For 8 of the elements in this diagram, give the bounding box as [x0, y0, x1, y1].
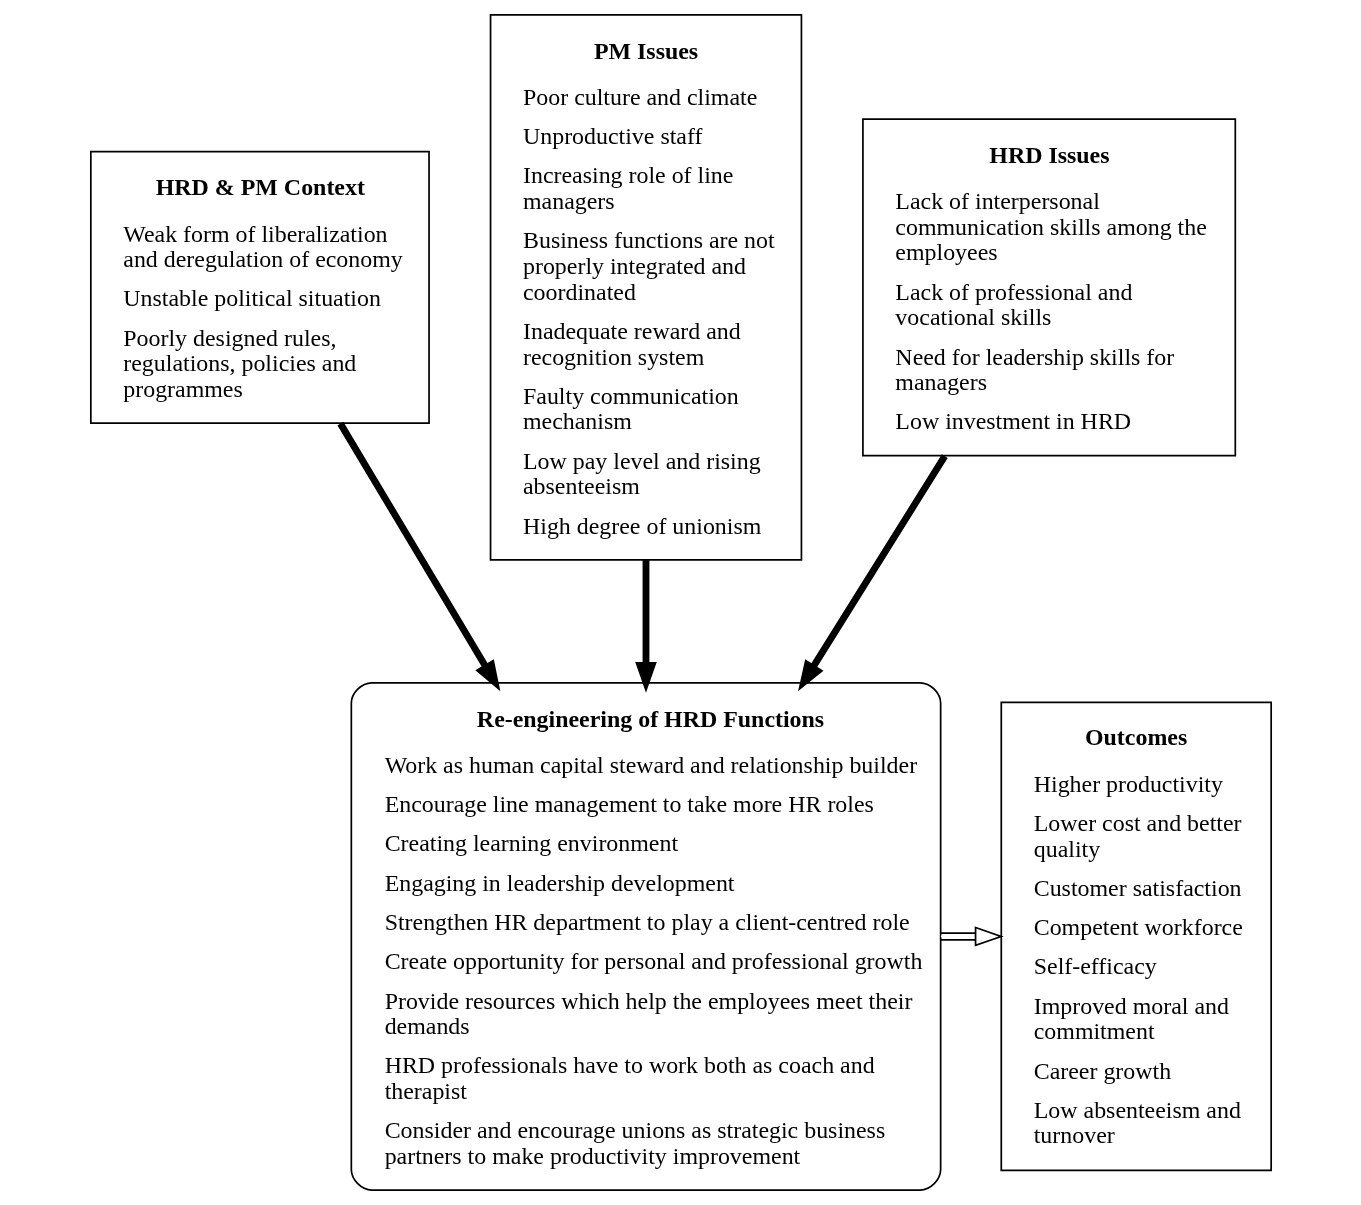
- node-box: PM Issues Poor culture and climate Unproductive staff Increasing role of line managers Business functions are not properly integrated and coordinated Inadequate reward and recognition system Faulty communication mechanism Low pay level and rising absenteeism High degree of unionism: [489, 14, 802, 561]
- node-box: Outcomes Higher productivity Lower cost and better quality Customer satisfaction Competent workforce Self-efficacy Improved moral and commitment Career growth Low absenteeism and turnover: [999, 701, 1272, 1172]
- arrow: [939, 926, 1004, 947]
- node-box: HRD & PM Context Weak form of liberalization and deregulation of economy Unstable political situation Poorly designed rules, regulations, policies and programmes: [89, 150, 430, 424]
- node-box: HRD Issues Lack of interpersonal communication skills among the employees Lack of professional and vocational skills Need for leadership skills for managers Low investment in HRD: [861, 118, 1236, 457]
- arrow: [797, 454, 948, 692]
- arrow: [336, 421, 500, 692]
- node-box: Re-engineering of HRD Functions Work as human capital steward and relationship builder Encourage line management to take more HR roles Creating learning environment Engaging in leadership development Strengthen HR department to play a client-centred role Create opportunity for personal and professional growth Provide resources which help the employees meet their demands HRD professionals have to work both as coach and therapist Consider and encourage unions as strategic business partners to make productivity improvement: [349, 681, 941, 1191]
